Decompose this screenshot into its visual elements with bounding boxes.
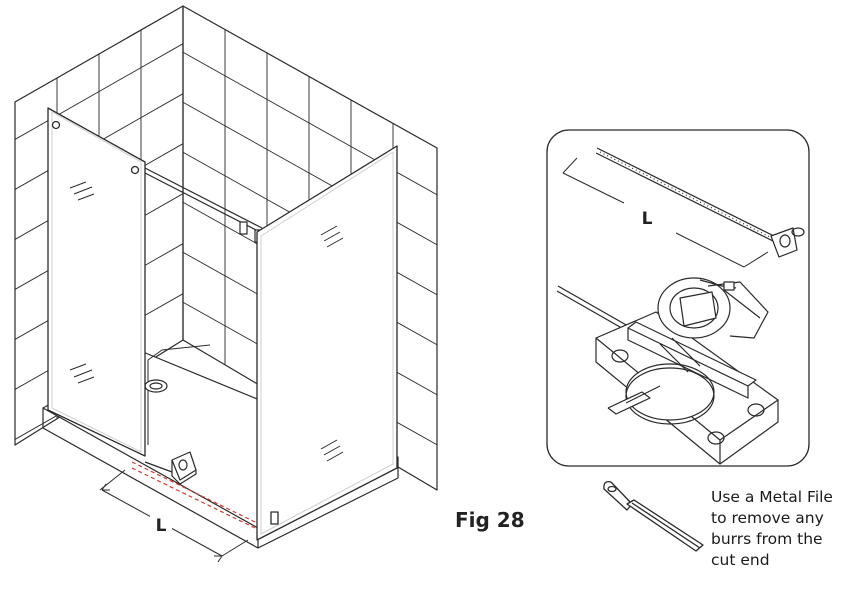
rail-dimension-label: L bbox=[642, 209, 653, 229]
instruction-line-4: cut end bbox=[711, 551, 770, 569]
rail-dimension-L bbox=[562, 157, 769, 268]
instruction-line-3: burrs from the bbox=[711, 530, 823, 548]
metal-file-icon bbox=[603, 481, 704, 552]
glass-reflection-marks bbox=[69, 181, 95, 384]
instruction-line-1: Use a Metal File bbox=[711, 488, 833, 506]
bottom-guide-bracket bbox=[144, 451, 197, 485]
rail-piece bbox=[595, 147, 805, 258]
bottom-rail-cut-line bbox=[131, 461, 256, 529]
instruction-line-2: to remove any bbox=[711, 509, 824, 527]
figure-label: Fig 28 bbox=[455, 508, 525, 532]
sliding-door-panel bbox=[256, 145, 398, 541]
enclosure-dimension-label: L bbox=[156, 516, 167, 536]
cutting-detail-panel bbox=[546, 129, 810, 467]
fixed-glass-panel bbox=[47, 107, 146, 457]
shower-enclosure bbox=[14, 5, 438, 563]
mitre-saw-icon bbox=[556, 277, 779, 465]
instruction-note: Use a Metal File to remove any burrs fro… bbox=[711, 487, 861, 571]
